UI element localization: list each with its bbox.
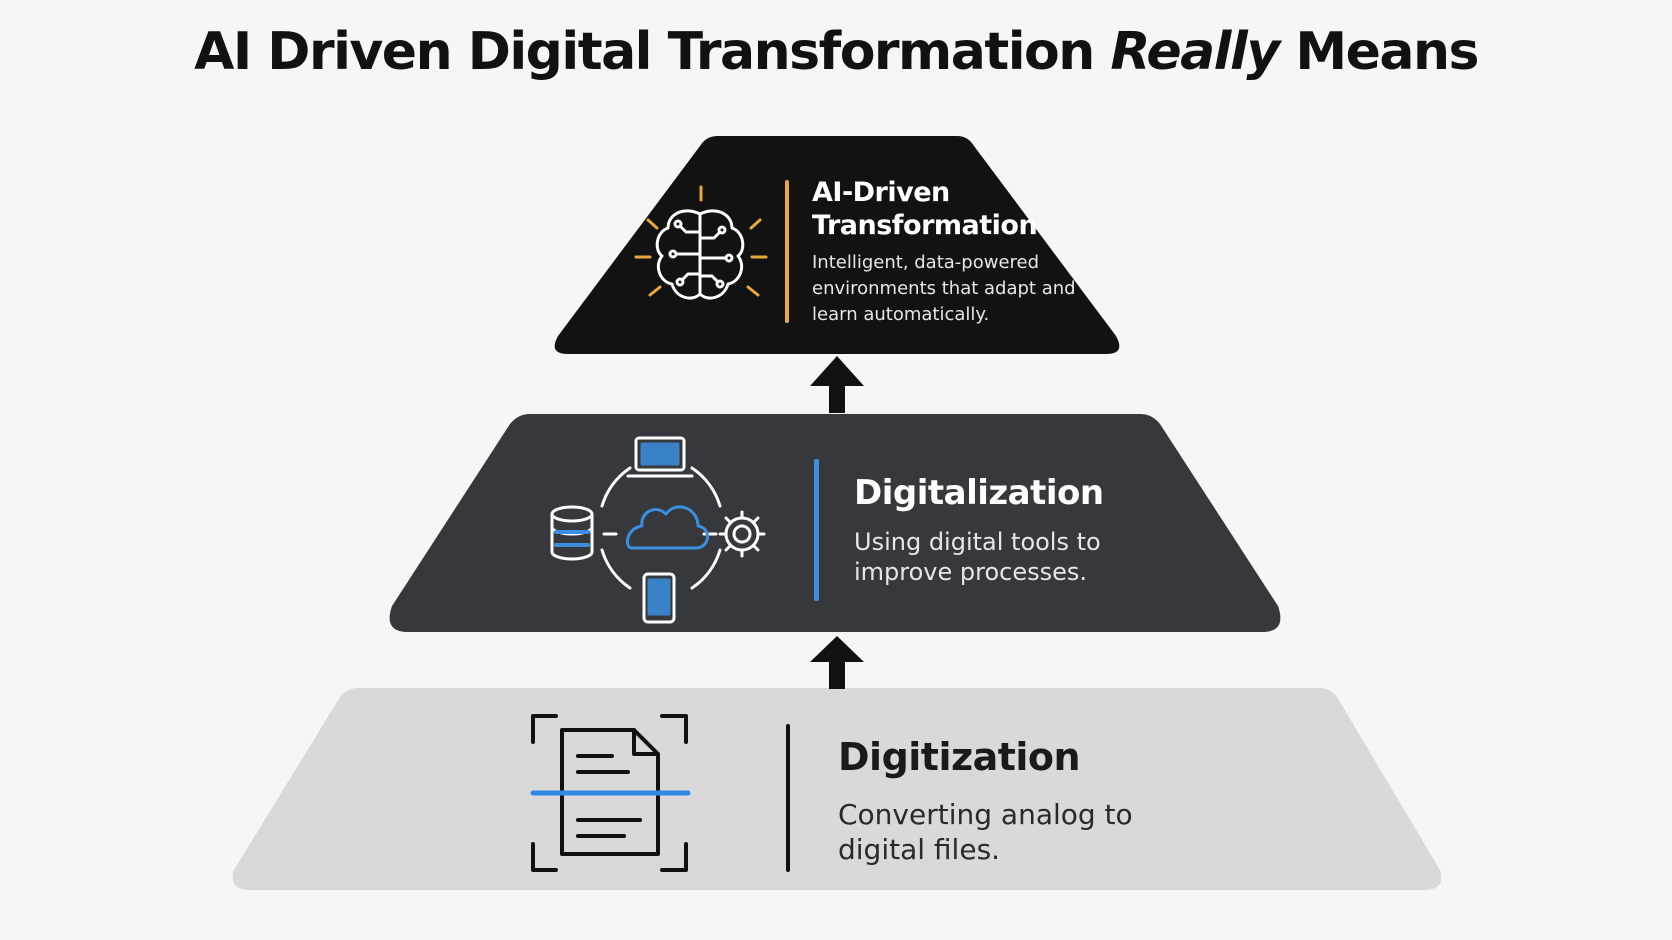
tier-digitalization-shape — [389, 414, 1281, 632]
brain-icon — [634, 185, 768, 300]
divider-middle — [814, 459, 819, 601]
title-emphasis: Really — [1110, 22, 1280, 82]
tier-digitalization-heading: Digitalization — [854, 473, 1104, 513]
arrow-up-icon — [810, 636, 864, 689]
divider-bottom — [786, 724, 790, 872]
tier-ai-shape — [554, 136, 1120, 354]
tier-digitization-heading: Digitization — [838, 735, 1081, 779]
connected-devices-icon — [550, 436, 766, 624]
tier-digitalization-description: Using digital tools to improve processes… — [854, 528, 1101, 586]
title-part-1: AI Driven Digital Transformation — [194, 22, 1111, 82]
document-scan-icon — [530, 714, 691, 872]
page-title: AI Driven Digital Transformation Really … — [0, 22, 1672, 82]
tier-ai-description: Intelligent, data-powered environments t… — [812, 252, 1076, 325]
tier-digitization-description: Converting analog to digital files. — [838, 798, 1133, 866]
tier-digitization-shape — [232, 688, 1442, 890]
tier-ai-heading: AI-Driven Transformation — [812, 177, 1038, 241]
divider-top — [785, 180, 789, 323]
title-part-2: Means — [1278, 22, 1479, 82]
arrow-up-icon — [810, 356, 864, 413]
